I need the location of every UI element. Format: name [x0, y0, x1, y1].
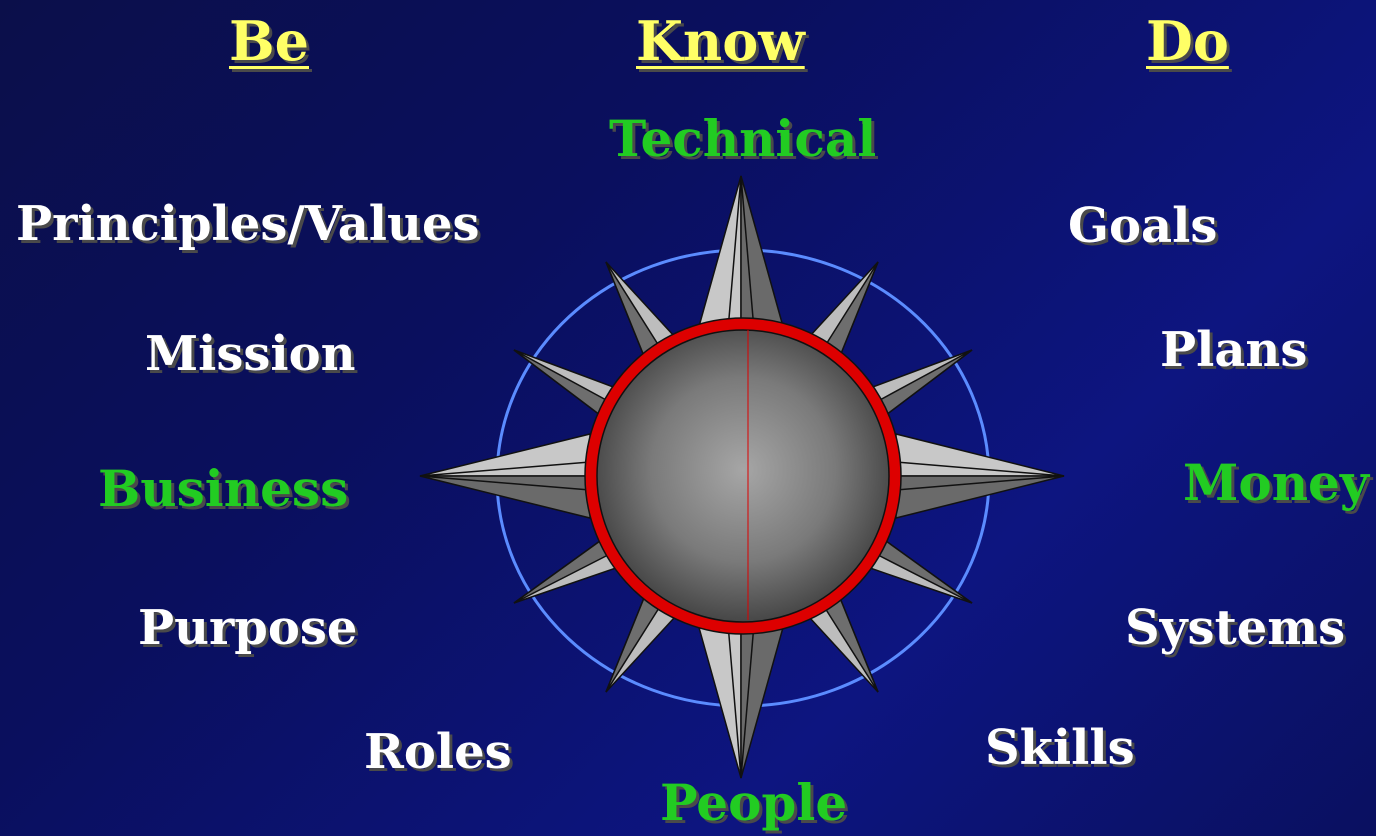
- be-item-roles: Roles: [364, 724, 512, 780]
- do-item-skills: Skills: [985, 720, 1135, 776]
- do-item-plans: Plans: [1160, 322, 1308, 378]
- center-globe: [585, 318, 901, 634]
- compass-west-label: Business: [98, 459, 349, 518]
- compass-south-label: People: [660, 773, 848, 832]
- be-item-purpose: Purpose: [138, 600, 358, 656]
- compass-east-label: Money: [1183, 453, 1369, 512]
- do-item-goals: Goals: [1068, 198, 1218, 254]
- major-spikes: [419, 175, 1065, 779]
- be-item-mission: Mission: [145, 326, 356, 382]
- heading-be: Be: [229, 9, 309, 73]
- heading-do: Do: [1146, 9, 1229, 73]
- be-item-principles-values: Principles/Values: [16, 196, 480, 252]
- compass-north-label: Technical: [609, 109, 877, 168]
- heading-know: Know: [636, 9, 805, 73]
- do-item-systems: Systems: [1125, 600, 1346, 656]
